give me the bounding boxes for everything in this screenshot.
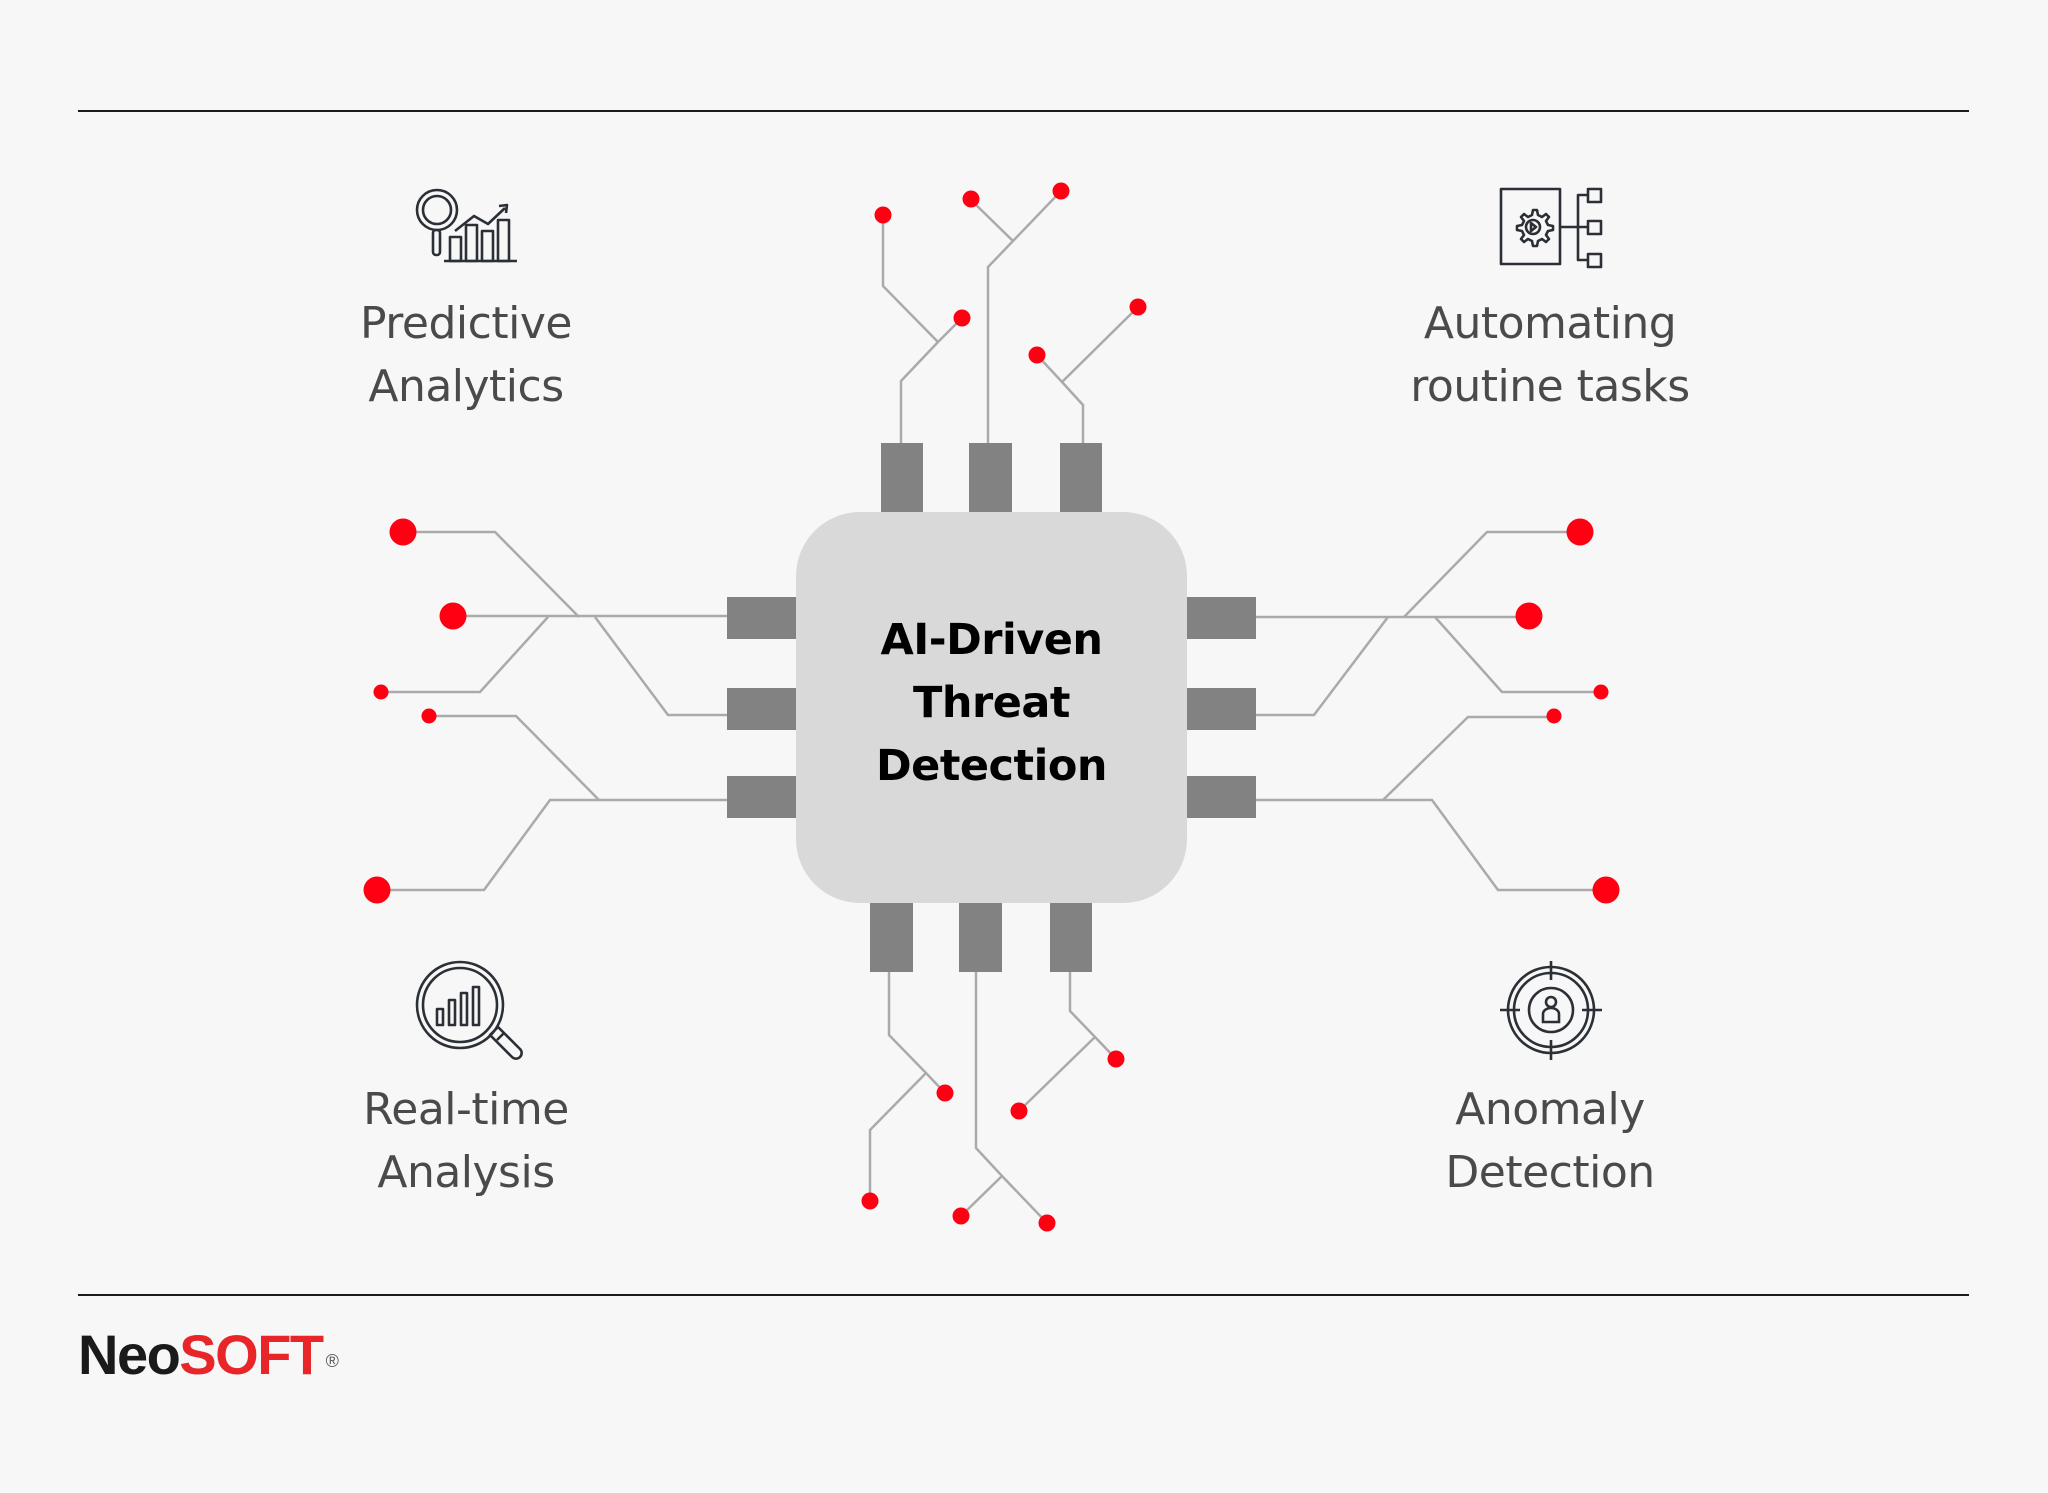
pin-bottom-2 — [959, 902, 1002, 972]
gear-workflow-icon — [1499, 187, 1603, 269]
chip-pins — [727, 443, 1256, 972]
pin-top-2 — [969, 443, 1012, 513]
feature-automating-routine-tasks: Automating routine tasks — [1410, 298, 1690, 412]
pin-right-1 — [1186, 597, 1256, 639]
feature-anomaly-detection: Anomaly Detection — [1445, 1084, 1655, 1198]
pin-top-3 — [1060, 443, 1102, 513]
circuit-nodes — [363, 182, 1620, 1232]
pin-bottom-1 — [870, 902, 913, 972]
feature-real-time-analysis: Real-time Analysis — [363, 1084, 569, 1198]
pin-left-1 — [727, 597, 797, 639]
feature-predictive-analytics: Predictive Analytics — [360, 298, 572, 412]
magnifier-bars-icon — [415, 960, 523, 1060]
center-title: AI-Driven Threat Detection — [875, 615, 1108, 791]
magnifier-chart-icon — [415, 188, 517, 263]
neosoft-logo: NeoSOFT® — [78, 1323, 339, 1386]
central-chip: AI-Driven Threat Detection — [796, 512, 1187, 903]
registered-mark: ® — [325, 1351, 339, 1371]
pin-top-1 — [881, 443, 923, 513]
pin-right-2 — [1186, 688, 1256, 730]
bottom-divider — [78, 1294, 1969, 1296]
pin-left-3 — [727, 776, 797, 818]
circuit-traces — [377, 190, 1606, 1224]
target-person-icon — [1500, 961, 1602, 1060]
pin-bottom-3 — [1050, 902, 1092, 972]
top-divider — [78, 110, 1969, 112]
pin-right-3 — [1186, 776, 1256, 818]
pin-left-2 — [727, 688, 797, 730]
